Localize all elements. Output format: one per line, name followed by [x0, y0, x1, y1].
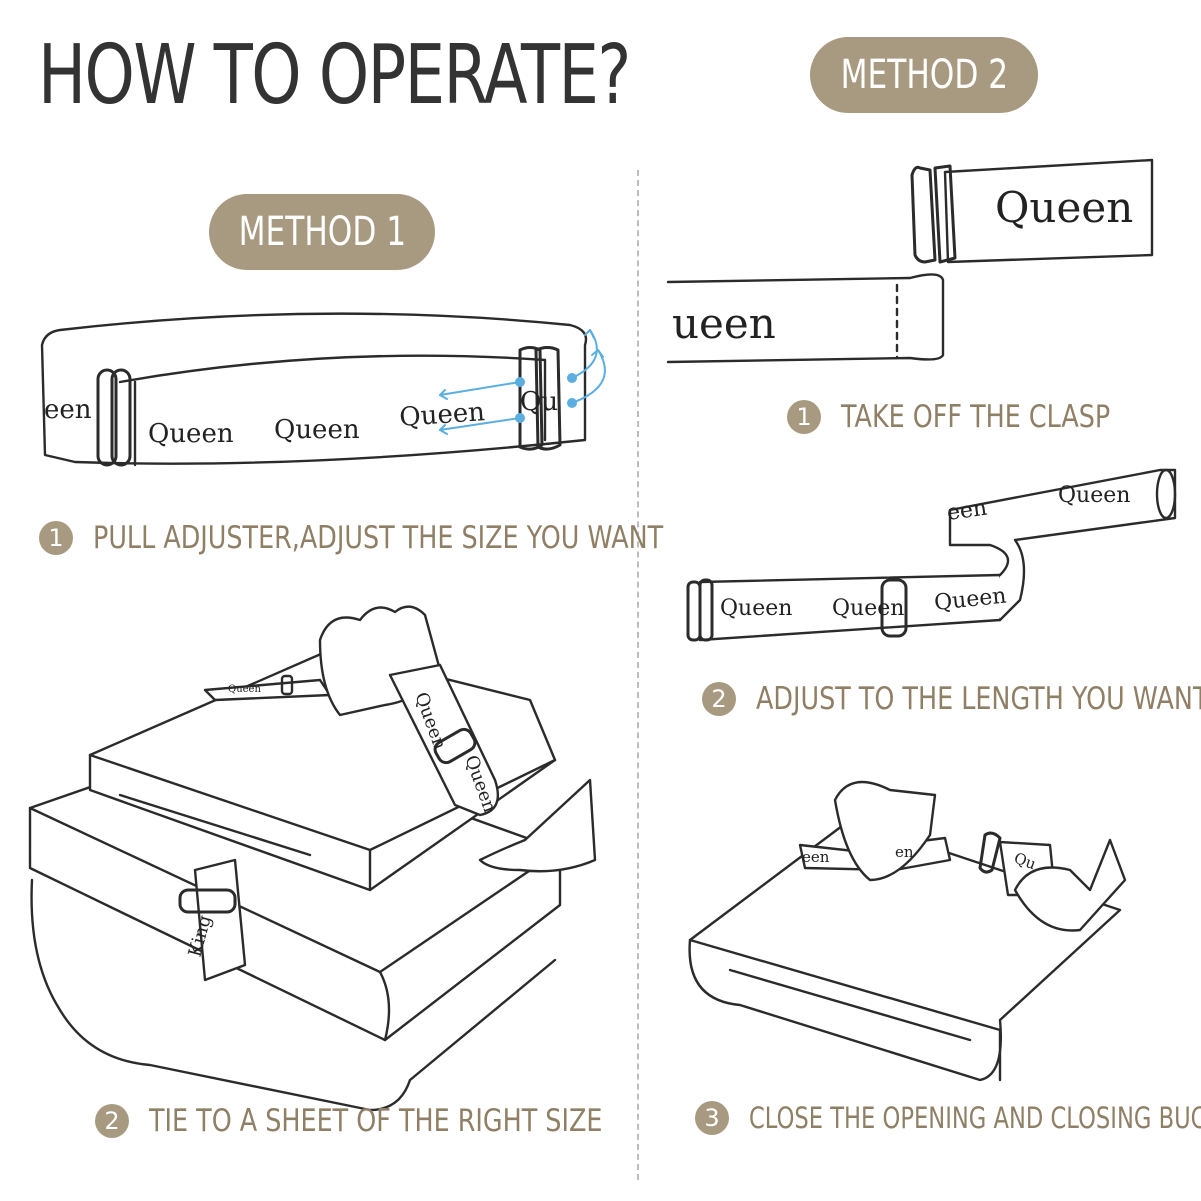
strap-label-partial-een-3: een [802, 848, 830, 866]
strap-label-partial-een: een [44, 395, 92, 425]
step-number-badge: 1 [39, 521, 73, 555]
method2-badge: METHOD 2 [810, 37, 1038, 113]
strap-loop-illustration [40, 312, 606, 467]
method1-step1: 1 PULL ADJUSTER,ADJUST THE SIZE YOU WANT [39, 520, 788, 556]
step-number-badge: 2 [95, 1104, 129, 1138]
cushion-stack-illustration [28, 605, 597, 1112]
method2-step3: 3 CLOSE THE OPENING AND CLOSING BUCKLE [695, 1101, 1201, 1135]
method1-step2: 2 TIE TO A SHEET OF THE RIGHT SIZE [95, 1103, 702, 1139]
strap-label-queen-small: Queen [228, 684, 261, 695]
method2-step2: 2 ADJUST TO THE LENGTH YOU WANT [702, 681, 1201, 717]
strap-label-partial-qu: Qu [520, 387, 558, 417]
method2-step1: 1 TAKE OFF THE CLASP [787, 399, 1169, 435]
strap-label-queen-2: Queen [274, 415, 360, 445]
step-number-badge: 1 [787, 400, 821, 434]
adjusted-strap-illustration [686, 468, 1177, 642]
page-title: HOW TO OPERATE? [38, 28, 631, 123]
step-text: ADJUST TO THE LENGTH YOU WANT [756, 681, 1201, 717]
method1-badge: METHOD 1 [209, 194, 435, 270]
method2-label: METHOD 2 [840, 52, 1008, 98]
strap-label-partial-ueen: ueen [672, 299, 776, 348]
strap-label-queen-1: Queen [148, 419, 234, 449]
column-divider [637, 170, 639, 1180]
clasp-open-illustration [666, 158, 1154, 364]
closing-buckle-illustration [688, 780, 1127, 1082]
strap-label-queen-5: Queen [832, 596, 904, 621]
step-number-badge: 2 [702, 682, 736, 716]
strap-label-queen-4: Queen [720, 596, 792, 621]
step-text: TIE TO A SHEET OF THE RIGHT SIZE [149, 1103, 603, 1139]
strap-label-partial-een-2: een [945, 496, 988, 526]
step-number-badge: 3 [695, 1101, 729, 1135]
strap-label-queen-3: Queen [398, 397, 486, 433]
step-text: PULL ADJUSTER,ADJUST THE SIZE YOU WANT [93, 520, 664, 556]
strap-label-queen-large-1: Queen [995, 183, 1133, 232]
strap-label-partial-en: en [895, 843, 914, 861]
strap-label-queen-7: Queen [1058, 483, 1130, 508]
method1-label: METHOD 1 [238, 209, 406, 255]
step-text: CLOSE THE OPENING AND CLOSING BUCKLE [749, 1101, 1201, 1135]
step-text: TAKE OFF THE CLASP [841, 399, 1111, 435]
